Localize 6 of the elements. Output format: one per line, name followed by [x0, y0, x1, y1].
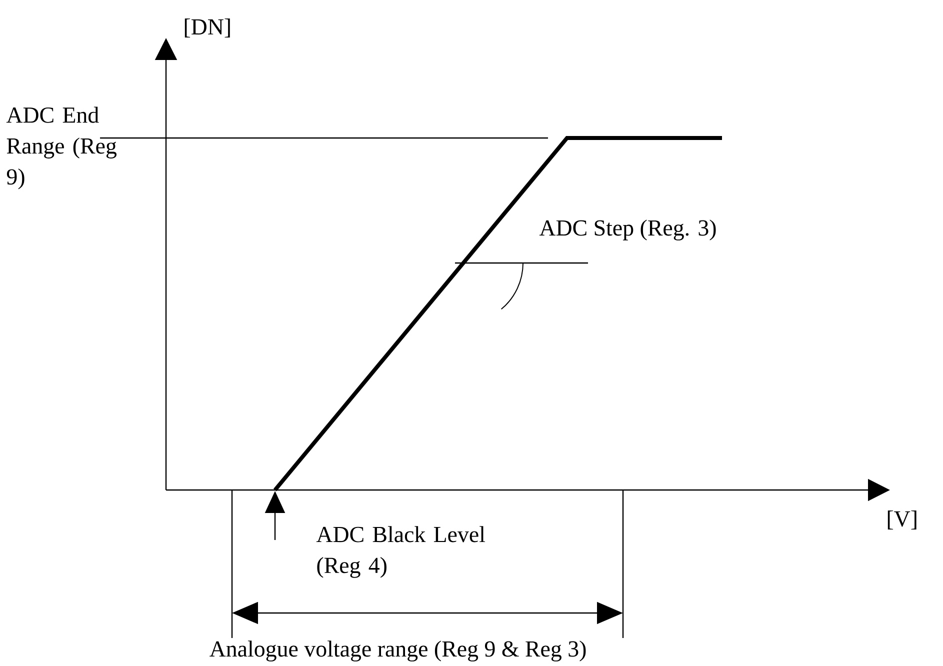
axis-label: [DN] — [184, 18, 230, 38]
dimension-label: Analogue voltage range (Reg 9 & Reg 3) — [210, 640, 586, 662]
annotation-text: ADC End Range (Reg 9) — [6, 106, 116, 190]
annotation-text: ADC Black Level (Reg 4) — [316, 526, 485, 578]
axis-label: [V] — [888, 510, 916, 530]
annotation-text: ADC Step (Reg. 3) — [539, 220, 716, 240]
